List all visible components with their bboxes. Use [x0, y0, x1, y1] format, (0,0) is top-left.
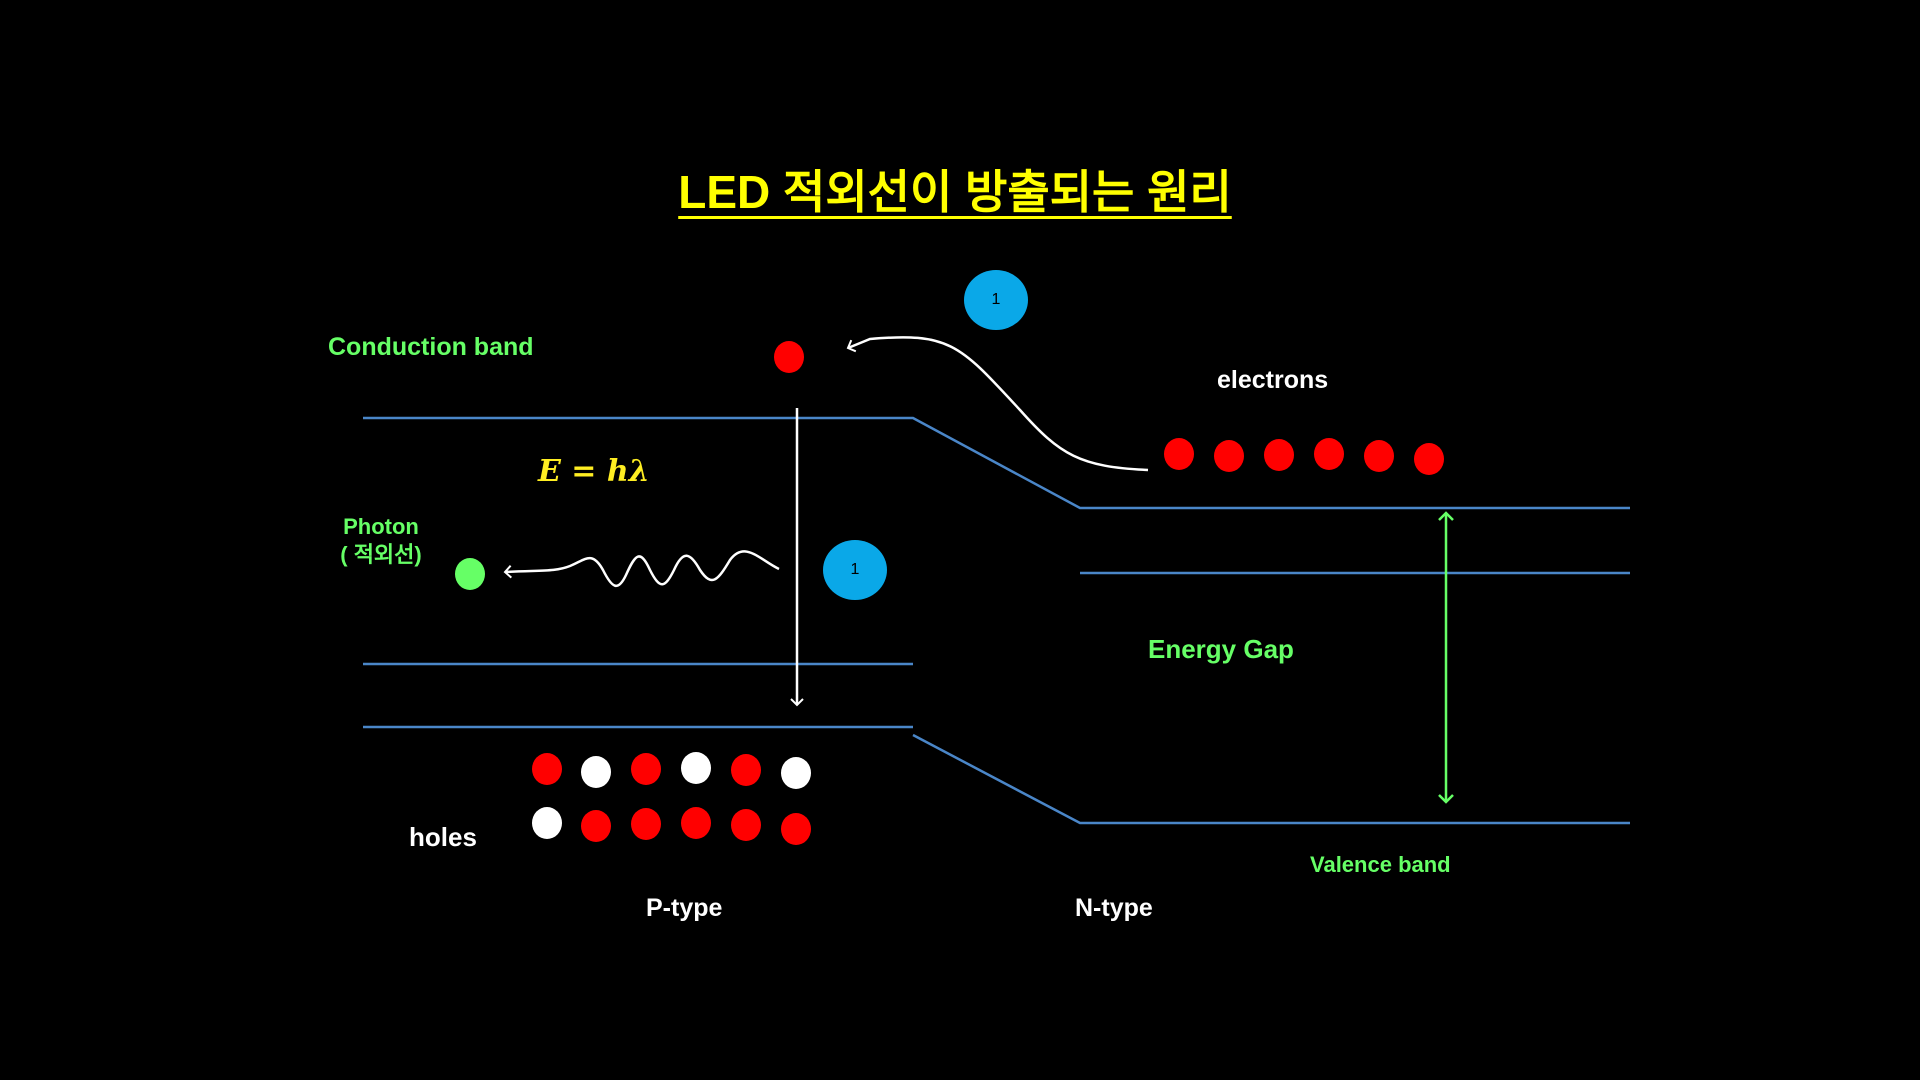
hole-dot-white: [681, 752, 711, 784]
photon-wave-arrow: [503, 550, 780, 587]
electron-dot: [1164, 438, 1194, 470]
conduction-band-upper-line: [363, 416, 1630, 510]
conduction-band-label: Conduction band: [328, 333, 534, 361]
carrier-dot-red: [581, 810, 611, 842]
page-title-text: LED 적외선이 방출되는 원리: [678, 166, 1232, 218]
n-type-label: N-type: [1075, 894, 1153, 922]
photon-label-line1: Photon: [343, 514, 419, 539]
photon-label: Photon ( 적외선): [316, 513, 446, 569]
valence-band-label: Valence band: [1310, 852, 1451, 877]
excited-electron: [774, 341, 804, 373]
page-title: LED 적외선이 방출되는 원리: [0, 156, 1910, 222]
valence-band-lower-line: [912, 733, 1630, 825]
hole-dot-white: [781, 757, 811, 789]
photon-dot: [455, 558, 485, 590]
step-badge: 1: [823, 540, 887, 600]
energy-gap-label: Energy Gap: [1148, 634, 1294, 664]
hole-dot-white: [581, 756, 611, 788]
carrier-dot-red: [532, 753, 562, 785]
holes-label: holes: [409, 822, 477, 852]
carrier-dot-red: [681, 807, 711, 839]
carrier-dot-red: [731, 809, 761, 841]
carrier-dot-red: [731, 754, 761, 786]
electron-dot: [1364, 440, 1394, 472]
carrier-dot-red: [781, 813, 811, 845]
electron-dot: [1214, 440, 1244, 472]
carrier-dot-red: [631, 753, 661, 785]
electron-dot: [1314, 438, 1344, 470]
p-type-label: P-type: [646, 894, 723, 922]
n-type-electrons: [1164, 438, 1444, 475]
electrons-label: electrons: [1217, 366, 1329, 394]
step-badge: 1: [964, 270, 1028, 330]
electron-dot: [1414, 443, 1444, 475]
energy-formula: E = hλ: [538, 454, 650, 489]
p-type-carriers: [532, 752, 811, 845]
electron-transfer-arrow: [846, 336, 1149, 472]
photon-label-line2: ( 적외선): [340, 542, 422, 567]
electron-dot: [1264, 439, 1294, 471]
hole-dot-white: [532, 807, 562, 839]
carrier-dot-red: [631, 808, 661, 840]
